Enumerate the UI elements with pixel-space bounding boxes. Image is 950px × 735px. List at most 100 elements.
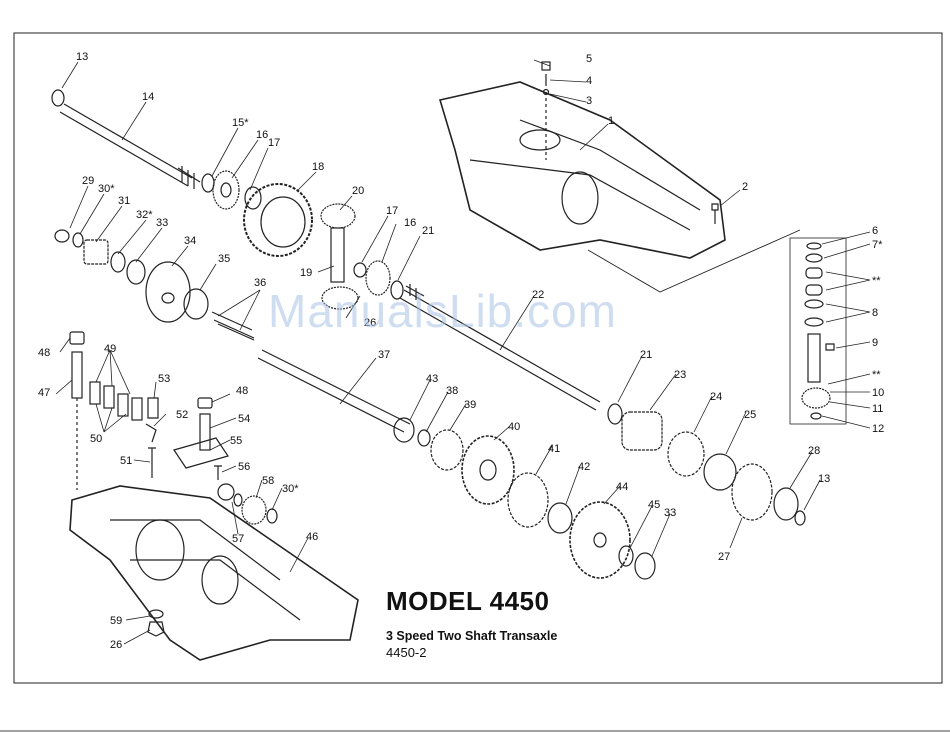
callout-11: 11 <box>872 403 883 415</box>
shift-block-c <box>118 394 128 416</box>
gear-23 <box>622 412 662 450</box>
callout-57: 57 <box>232 533 244 545</box>
callout-43: 43 <box>426 373 438 385</box>
washer-29 <box>55 230 69 242</box>
callout-49: 49 <box>104 343 116 355</box>
callout-22: 22 <box>532 289 544 301</box>
bracket-55 <box>174 438 228 468</box>
gear-44 <box>570 502 630 578</box>
snap-ring-17-right <box>354 263 366 277</box>
callout-7: 7* <box>872 239 883 251</box>
callout-42: 42 <box>578 461 590 473</box>
bevel-pinion-20 <box>321 204 355 228</box>
shift-block-d <box>132 398 142 420</box>
title-block: MODEL 4450 3 Speed Two Shaft Transaxle 4… <box>386 586 557 660</box>
callout-15: 15* <box>232 117 249 129</box>
bevel-gear-16 <box>213 171 239 209</box>
callout-24: 24 <box>710 391 722 403</box>
callout-31: 31 <box>118 195 130 207</box>
gear-27 <box>732 464 772 520</box>
callout-14: 14 <box>142 91 154 103</box>
callout-30: 30* <box>98 183 115 195</box>
snap-ring-6 <box>807 243 821 249</box>
fork-53 <box>148 398 158 418</box>
callout-13-top: 13 <box>76 51 88 63</box>
callout-20: 20 <box>352 185 364 197</box>
bushing-33-right <box>635 553 655 579</box>
callout-40: 40 <box>508 421 520 433</box>
shift-shaft-37 <box>262 350 410 424</box>
callout-36: 36 <box>254 277 266 289</box>
shift-shaft-stack <box>808 334 820 382</box>
callout-9: 9 <box>872 337 878 349</box>
figure-code: 4450-2 <box>386 645 557 660</box>
callout-18: 18 <box>312 161 324 173</box>
callout-21-left: 21 <box>422 225 434 237</box>
leader-assembly <box>588 230 800 292</box>
gear-41 <box>508 473 548 527</box>
callout-35: 35 <box>218 253 230 265</box>
gear-40 <box>462 436 514 504</box>
callout-10: 10 <box>872 387 884 399</box>
bearing-lower <box>806 285 822 295</box>
washer-30-lower <box>267 509 277 523</box>
axle-spline-14 <box>178 166 200 189</box>
shift-rod-47 <box>72 352 82 398</box>
washer-8-lower <box>805 318 823 326</box>
gear-24 <box>668 432 704 476</box>
callout-53: 53 <box>158 373 170 385</box>
callout-56: 56 <box>238 461 250 473</box>
housing-case-46 <box>70 486 358 660</box>
callout-6: 6 <box>872 225 878 237</box>
callout-48-left: 48 <box>38 347 50 359</box>
shift-assembly-frame <box>790 238 846 424</box>
callout-19: 19 <box>300 267 312 279</box>
snap-ring-12 <box>811 413 821 419</box>
axle-shaft-22 <box>404 290 600 402</box>
ring-gear-18 <box>244 184 312 256</box>
callout-58: 58 <box>262 475 274 487</box>
housing-cover-1 <box>440 82 725 258</box>
key-9 <box>826 344 834 350</box>
washer-32 <box>111 252 125 272</box>
bevel-pinion-lower <box>322 287 358 309</box>
callout-52: 52 <box>176 409 188 421</box>
washer-13-bottom <box>795 511 805 525</box>
shift-block-b <box>104 386 114 408</box>
callout-48-center: 48 <box>236 385 248 397</box>
callout-29: 29 <box>82 175 94 187</box>
bearing-upper <box>806 268 822 278</box>
bolt-2 <box>712 204 718 224</box>
callout-32: 32* <box>136 209 153 221</box>
callout-26-bottom: 26 <box>110 639 122 651</box>
bevel-gear-16-right <box>366 261 390 295</box>
bevel-gear-11 <box>802 388 830 408</box>
callout-37: 37 <box>378 349 390 361</box>
callout-34: 34 <box>184 235 196 247</box>
gear-58 <box>242 496 266 524</box>
plate-34 <box>146 262 190 322</box>
washer-57 <box>234 494 242 506</box>
washer-30 <box>73 233 83 247</box>
washer-8-upper <box>805 300 823 308</box>
callout-21-right: 21 <box>640 349 652 361</box>
callout-5: 5 <box>586 53 592 65</box>
callout-33-left: 33 <box>156 217 168 229</box>
callout-33-right: 33 <box>664 507 676 519</box>
callout-13-bottom: 13 <box>818 473 830 485</box>
callout-16: 16 <box>256 129 268 141</box>
fork-52 <box>146 424 156 442</box>
callout-16-right: 16 <box>404 217 416 229</box>
washer-28 <box>774 488 798 520</box>
callout-2: 2 <box>742 181 748 193</box>
bushing-25 <box>704 454 736 490</box>
callout-55: 55 <box>230 435 242 447</box>
callout-double-star-lower: ** <box>872 369 881 381</box>
callout-17-right: 17 <box>386 205 398 217</box>
screw-56 <box>214 466 222 480</box>
collar-42 <box>548 503 572 533</box>
callout-44: 44 <box>616 481 628 493</box>
callout-46: 46 <box>306 531 318 543</box>
model-title: MODEL 4450 <box>386 586 557 617</box>
callout-27: 27 <box>718 551 730 563</box>
